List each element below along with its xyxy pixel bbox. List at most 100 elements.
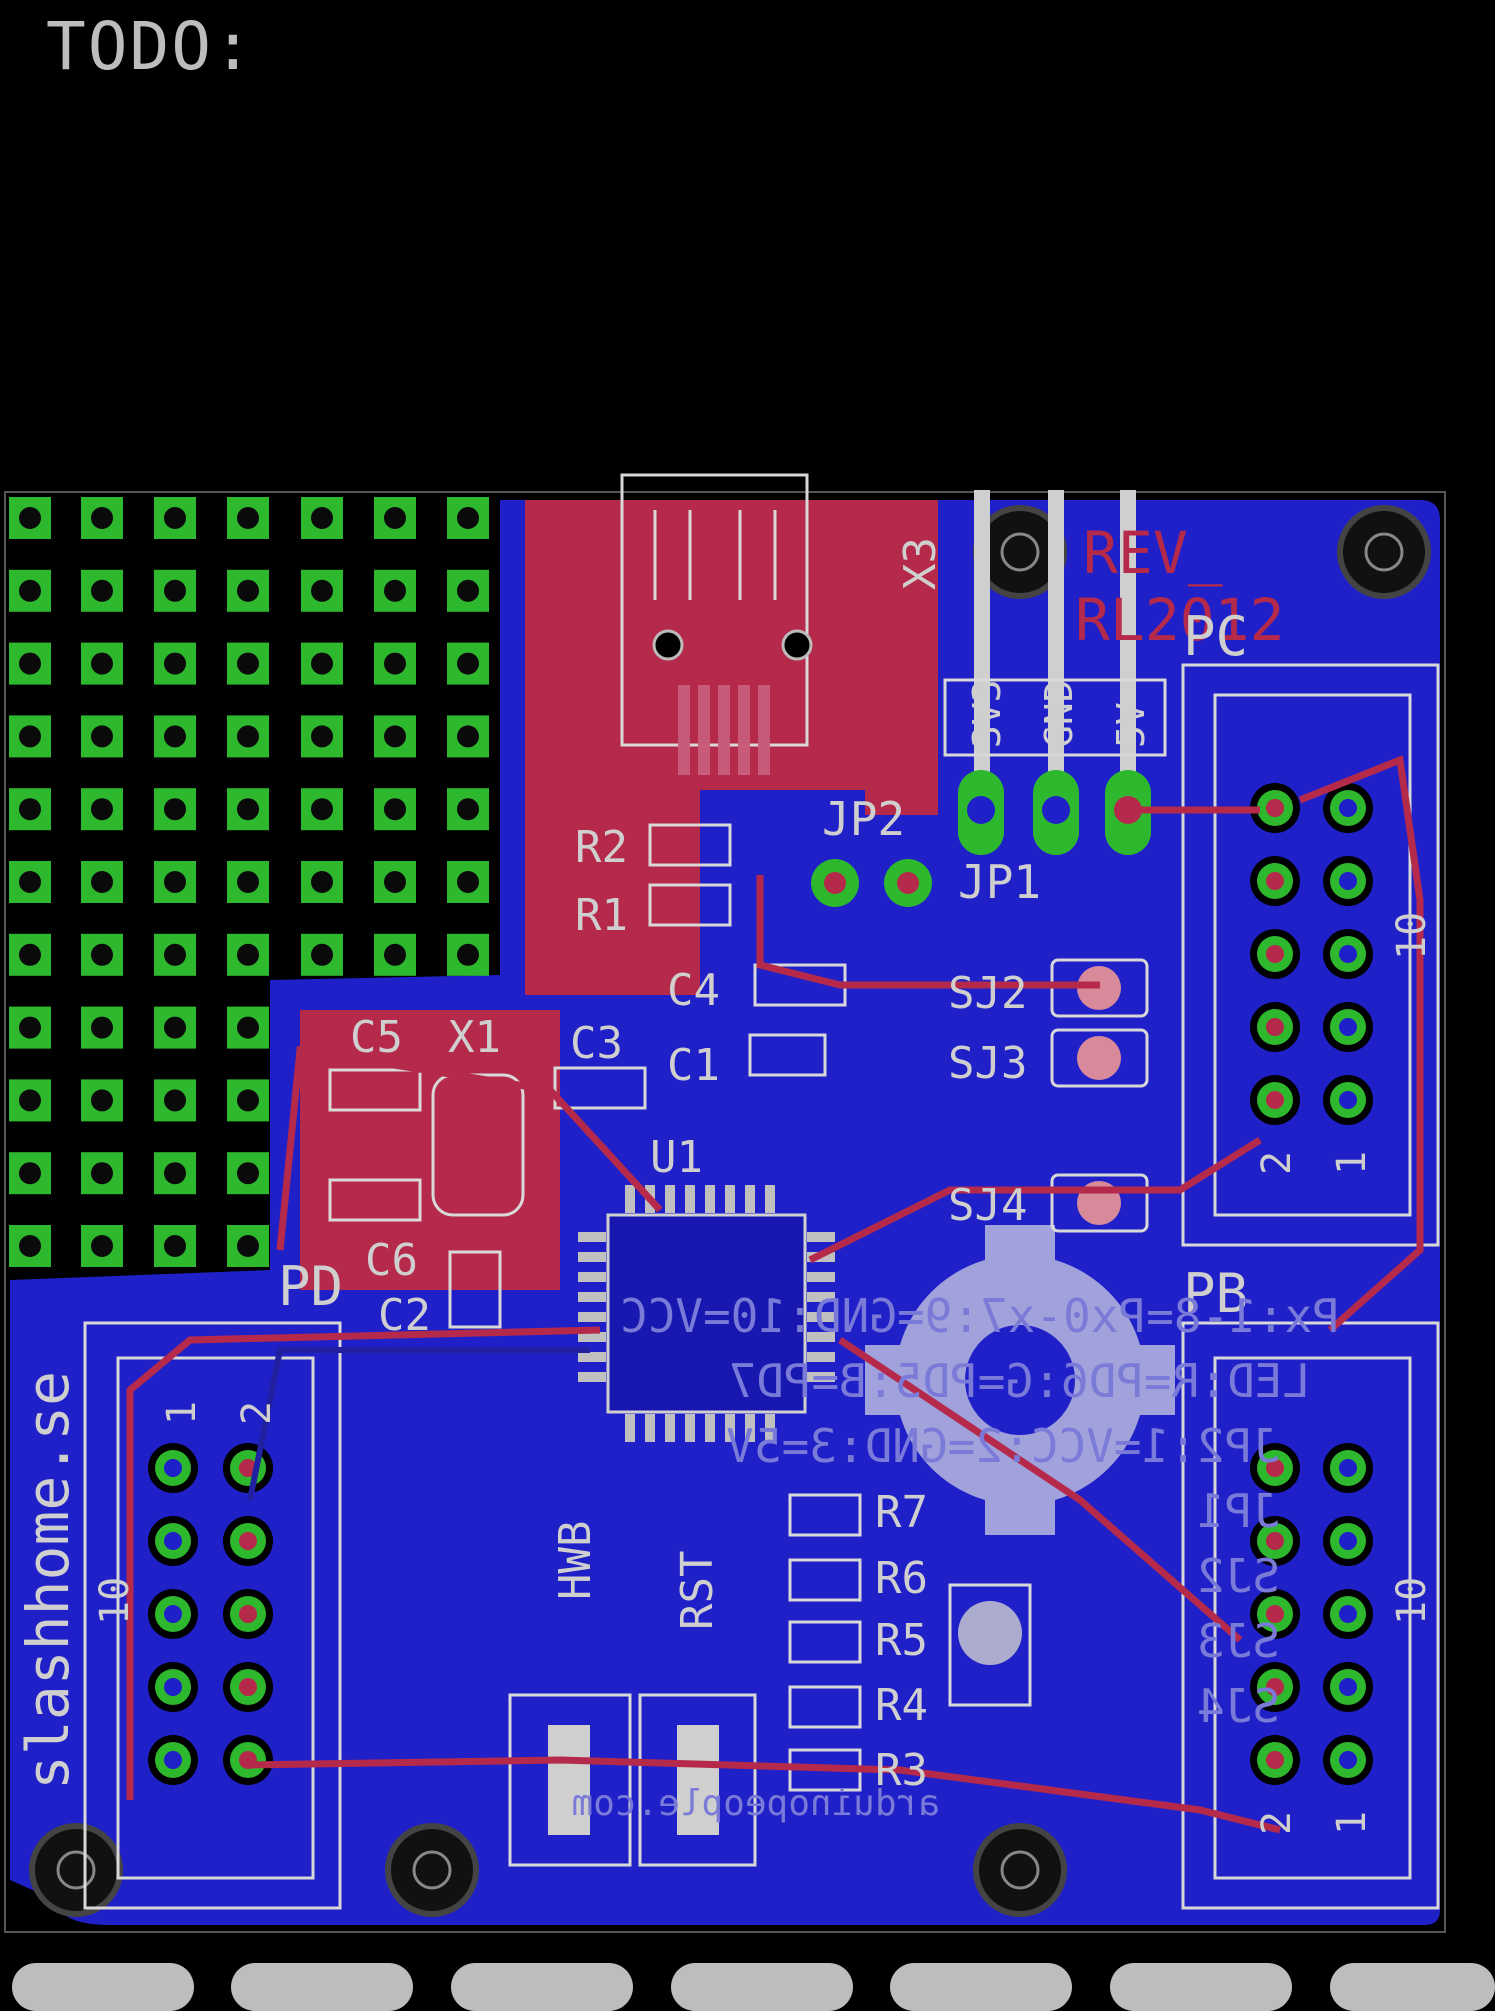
label-c5: C5 <box>350 1012 403 1063</box>
power-header-pins <box>974 490 1136 800</box>
u1-pin <box>807 1292 835 1302</box>
bottom-tab-4[interactable] <box>671 1963 853 2011</box>
proto-pad <box>81 1225 123 1267</box>
pb-connector-outline <box>1181 1321 1440 1910</box>
proto-pad <box>301 642 343 685</box>
proto-pad <box>447 497 489 539</box>
power-header-pads <box>958 770 1151 855</box>
pcb-traces <box>126 755 1424 1834</box>
u1-pin <box>685 1185 695 1213</box>
proto-pad <box>9 569 51 612</box>
proto-pad <box>154 1152 196 1195</box>
proto-pad <box>227 1225 269 1267</box>
pb-connector-pins <box>1250 1443 1373 1785</box>
hwb-switch-actuator <box>548 1725 590 1835</box>
bottom-tab-5[interactable] <box>890 1963 1072 2011</box>
proto-pad <box>81 569 123 612</box>
mirror-line-7: SJ4 <box>1197 1679 1280 1733</box>
proto-pad <box>154 861 196 903</box>
usb-hole-right <box>781 629 813 661</box>
proto-pad <box>81 788 123 831</box>
u1-pin <box>645 1414 655 1442</box>
pb-pin-2: 2 <box>1254 1811 1300 1835</box>
label-r2: R2 <box>575 822 628 873</box>
bottom-tab-6[interactable] <box>1110 1963 1292 2011</box>
connector-pin <box>1250 1662 1300 1712</box>
proto-pad <box>227 497 269 539</box>
u1-pin <box>745 1185 755 1213</box>
proto-pad <box>154 1225 196 1267</box>
bottom-tab-2[interactable] <box>231 1963 413 2011</box>
u1-pin <box>807 1312 835 1322</box>
power-header-box <box>943 678 1167 757</box>
pd-pin-10: 10 <box>92 1577 138 1625</box>
connector-pin <box>1250 783 1300 833</box>
connector-pin <box>223 1443 273 1493</box>
bottom-tab-1[interactable] <box>12 1963 194 2011</box>
proto-pad <box>301 861 343 903</box>
proto-pad <box>447 788 489 831</box>
mirror-line-2: LED:R=PD6:G=PD5:B=PD7 <box>728 1354 1310 1408</box>
proto-pad <box>374 569 416 612</box>
proto-pad <box>447 642 489 685</box>
proto-pad <box>154 1079 196 1122</box>
pb-pin-10: 10 <box>1389 1577 1435 1625</box>
proto-pad <box>9 642 51 685</box>
pd-pin-1: 1 <box>159 1401 205 1425</box>
u1-pin <box>725 1414 735 1442</box>
label-pc: PC <box>1183 605 1248 668</box>
u1-pin <box>665 1185 675 1213</box>
connector-pin <box>148 1589 198 1639</box>
bottom-tab-3[interactable] <box>451 1963 633 2011</box>
label-r5: R5 <box>875 1615 928 1666</box>
proto-pad <box>227 933 269 976</box>
proto-pad <box>9 1079 51 1122</box>
proto-pad <box>81 1152 123 1195</box>
label-r4: R4 <box>875 1680 928 1731</box>
proto-pad <box>81 861 123 903</box>
connector-pin <box>1323 929 1373 979</box>
u1-pin <box>765 1185 775 1213</box>
proto-pad <box>154 1006 196 1049</box>
mirror-line-4: JP1 <box>1197 1484 1280 1538</box>
connector-pin <box>1250 929 1300 979</box>
proto-pad <box>81 933 123 976</box>
proto-pad <box>301 497 343 539</box>
connector-pin <box>148 1443 198 1493</box>
pc-pin-2: 2 <box>1254 1151 1300 1175</box>
proto-pad <box>447 861 489 903</box>
connector-pin <box>223 1735 273 1785</box>
proto-pad <box>9 715 51 758</box>
pc-connector-outline <box>1181 663 1440 1247</box>
u1-pin <box>578 1312 606 1322</box>
usb-pads <box>678 685 770 775</box>
revision-line1: REV_ <box>1083 519 1223 587</box>
bottom-tab-7[interactable] <box>1330 1963 1495 2011</box>
label-pd: PD <box>278 1255 343 1318</box>
label-rst: RST <box>672 1551 723 1630</box>
u1-pin <box>578 1252 606 1262</box>
proto-pad <box>9 933 51 976</box>
mirror-line-3: JP2:1=VCC:2=GND:3=5V <box>726 1419 1280 1473</box>
proto-pad <box>447 715 489 758</box>
proto-pad <box>227 642 269 685</box>
u1-pin <box>725 1185 735 1213</box>
label-c1: C1 <box>667 1040 720 1091</box>
proto-pad <box>374 788 416 831</box>
proto-pad <box>374 933 416 976</box>
label-pb: PB <box>1183 1262 1248 1325</box>
proto-pad <box>227 1079 269 1122</box>
pc-connector-pins <box>1250 783 1373 1125</box>
mounting-hole-bottom-center-left <box>385 1823 479 1917</box>
label-hwb: HWB <box>550 1521 601 1600</box>
u1-pin <box>765 1414 775 1442</box>
power-pin-3v3: 3V3 <box>965 679 1009 748</box>
usb-connector-outline <box>620 473 809 747</box>
power-pin-gnd: GND <box>1037 679 1081 748</box>
proto-pad <box>447 569 489 612</box>
proto-pad <box>154 497 196 539</box>
pc-connector-inner <box>1213 693 1412 1217</box>
proto-pad <box>227 861 269 903</box>
proto-pad <box>154 788 196 831</box>
connector-pin <box>1250 1002 1300 1052</box>
